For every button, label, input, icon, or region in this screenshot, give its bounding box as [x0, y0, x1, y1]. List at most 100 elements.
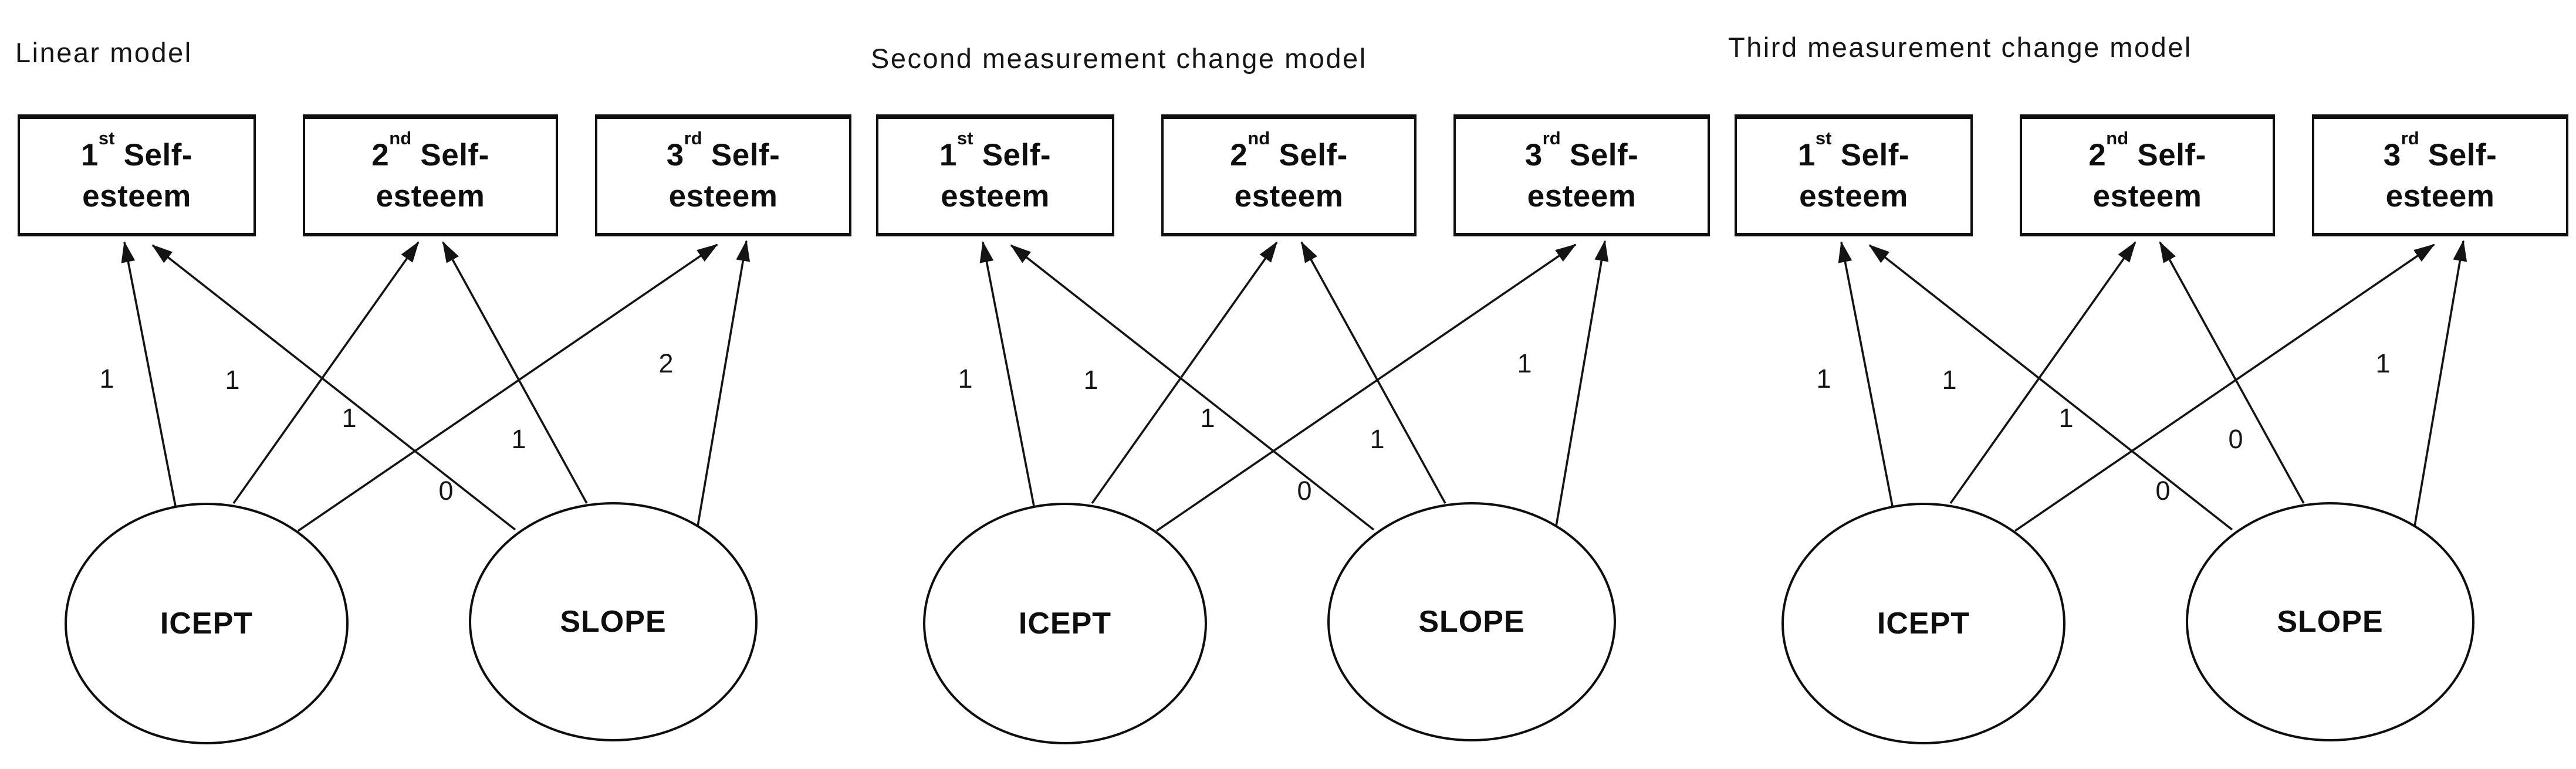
- box-ordinal-number: 3: [1524, 138, 1543, 172]
- box-ordinal-suffix: rd: [684, 128, 702, 149]
- observed-box-1st-self-esteem: 1st Self- esteem: [18, 114, 256, 236]
- arrow-slope-to-box3: [696, 240, 751, 530]
- box-ordinal-suffix: st: [98, 128, 115, 149]
- observed-box-1st-self-esteem: 1st Self- esteem: [1735, 114, 1973, 236]
- observed-box-label-line1: 1st Self-: [939, 129, 1051, 176]
- latent-circle-icept: ICEPT: [923, 503, 1207, 744]
- arrow-slope-to-box1: [1868, 244, 2233, 531]
- box-ordinal-suffix: st: [1815, 128, 1832, 149]
- latent-label: SLOPE: [560, 605, 667, 639]
- box-ordinal-number: 1: [1797, 138, 1816, 172]
- observed-box-label-line2: esteem: [1234, 179, 1344, 214]
- box-label-text: Self-: [1270, 138, 1348, 172]
- arrow-icept-to-box3: [2014, 243, 2435, 532]
- observed-box-3rd-self-esteem: 3rd Self- esteem: [595, 114, 851, 236]
- observed-box-label-line1: 2nd Self-: [2088, 129, 2206, 176]
- box-ordinal-suffix: rd: [1542, 128, 1561, 149]
- observed-box-label-line2: esteem: [2092, 179, 2202, 214]
- arrow-icept-to-box2: [232, 241, 420, 504]
- loading-label-slope-box1: 0: [1297, 476, 1312, 506]
- arrow-icept-to-box2: [1091, 241, 1278, 504]
- observed-box-3rd-self-esteem: 3rd Self- esteem: [1453, 114, 1710, 236]
- box-ordinal-suffix: st: [956, 128, 973, 149]
- observed-box-3rd-self-esteem: 3rd Self- esteem: [2312, 114, 2568, 236]
- box-ordinal-number: 3: [2383, 138, 2401, 172]
- observed-box-label-line1: 1st Self-: [1797, 129, 1910, 176]
- box-label-text: Self-: [114, 138, 193, 172]
- loading-label-icept-box2: 1: [1083, 365, 1098, 395]
- box-ordinal-number: 2: [2088, 138, 2107, 172]
- observed-box-1st-self-esteem: 1st Self- esteem: [876, 114, 1114, 236]
- latent-label: ICEPT: [160, 607, 253, 641]
- box-ordinal-number: 3: [666, 138, 684, 172]
- loading-label-icept-box1: 1: [1816, 364, 1831, 394]
- arrow-icept-to-box3: [1155, 243, 1577, 532]
- loading-label-slope-box1: 0: [438, 476, 454, 506]
- loading-label-slope-box3: 1: [2375, 348, 2391, 378]
- observed-box-label-line2: esteem: [82, 179, 191, 214]
- box-ordinal-suffix: nd: [2106, 128, 2129, 149]
- observed-box-label-line2: esteem: [941, 179, 1050, 214]
- observed-box-label-line2: esteem: [1527, 179, 1637, 214]
- box-label-text: Self-: [2419, 138, 2497, 172]
- arrow-slope-to-box3: [2413, 240, 2467, 530]
- box-ordinal-number: 1: [939, 138, 957, 172]
- box-label-text: Self-: [1831, 138, 1910, 172]
- box-label-text: Self-: [1560, 138, 1639, 172]
- arrow-icept-to-box1: [1838, 241, 1894, 510]
- observed-box-2nd-self-esteem: 2nd Self- esteem: [2020, 114, 2275, 236]
- latent-circle-icept: ICEPT: [65, 503, 349, 744]
- box-label-text: Self-: [702, 138, 780, 172]
- model-title: Second measurement change model: [871, 43, 1367, 74]
- model-title: Third measurement change model: [1728, 32, 2192, 63]
- arrow-slope-to-box1: [151, 244, 516, 531]
- arrow-slope-to-box2: [1300, 241, 1446, 504]
- path-arrow-layer: [121, 240, 751, 532]
- box-ordinal-suffix: rd: [2401, 128, 2419, 149]
- observed-box-label-line2: esteem: [1799, 179, 1908, 214]
- loading-label-slope-box2: 1: [511, 424, 526, 454]
- arrow-icept-to-box2: [1949, 241, 2136, 504]
- observed-box-label-line2: esteem: [376, 179, 485, 214]
- latent-circle-icept: ICEPT: [1781, 503, 2065, 744]
- loading-label-icept-box3: 1: [1200, 403, 1215, 433]
- loading-label-slope-box2: 1: [1370, 424, 1385, 454]
- loading-label-slope-box1: 0: [2155, 476, 2171, 506]
- loading-label-icept-box2: 1: [1942, 365, 1957, 395]
- arrow-slope-to-box2: [2159, 241, 2305, 504]
- arrow-slope-to-box3: [1554, 240, 1609, 530]
- loading-label-slope-box3: 1: [1517, 348, 1532, 378]
- path-arrow-layer: [1838, 240, 2467, 532]
- arrow-icept-to-box1: [121, 241, 177, 510]
- observed-box-2nd-self-esteem: 2nd Self- esteem: [1161, 114, 1417, 236]
- latent-label: SLOPE: [1418, 605, 1525, 639]
- box-ordinal-suffix: nd: [1248, 128, 1270, 149]
- observed-box-label-line2: esteem: [668, 179, 778, 214]
- box-ordinal-number: 2: [1230, 138, 1248, 172]
- arrow-icept-to-box1: [979, 241, 1036, 510]
- panel-second-measurement-change-model: Second measurement change model 1st Self…: [858, 0, 1717, 769]
- box-ordinal-number: 1: [80, 138, 99, 172]
- latent-circle-slope: SLOPE: [2186, 502, 2474, 741]
- model-title: Linear model: [15, 37, 192, 68]
- loading-label-slope-box3: 2: [658, 348, 674, 378]
- latent-label: ICEPT: [1018, 607, 1112, 641]
- path-arrow-layer: [979, 240, 1609, 532]
- loading-label-icept-box3: 1: [2058, 403, 2074, 433]
- loading-label-icept-box1: 1: [99, 364, 114, 394]
- panel-linear-model: Linear model 1st Self- esteem 2nd Self- …: [0, 0, 858, 769]
- box-label-text: Self-: [2128, 138, 2206, 172]
- box-label-text: Self-: [411, 138, 489, 172]
- observed-box-label-line1: 1st Self-: [80, 129, 193, 176]
- latent-circle-slope: SLOPE: [1327, 502, 1616, 741]
- box-ordinal-suffix: nd: [389, 128, 412, 149]
- observed-box-label-line1: 2nd Self-: [1230, 129, 1348, 176]
- loading-label-icept-box3: 1: [342, 403, 357, 433]
- latent-label: ICEPT: [1877, 607, 1970, 641]
- loading-label-icept-box2: 1: [225, 365, 240, 395]
- box-ordinal-number: 2: [371, 138, 390, 172]
- latent-circle-slope: SLOPE: [469, 502, 758, 741]
- latent-label: SLOPE: [2277, 605, 2384, 639]
- observed-box-label-line1: 3rd Self-: [666, 129, 780, 176]
- observed-box-label-line2: esteem: [2385, 179, 2495, 214]
